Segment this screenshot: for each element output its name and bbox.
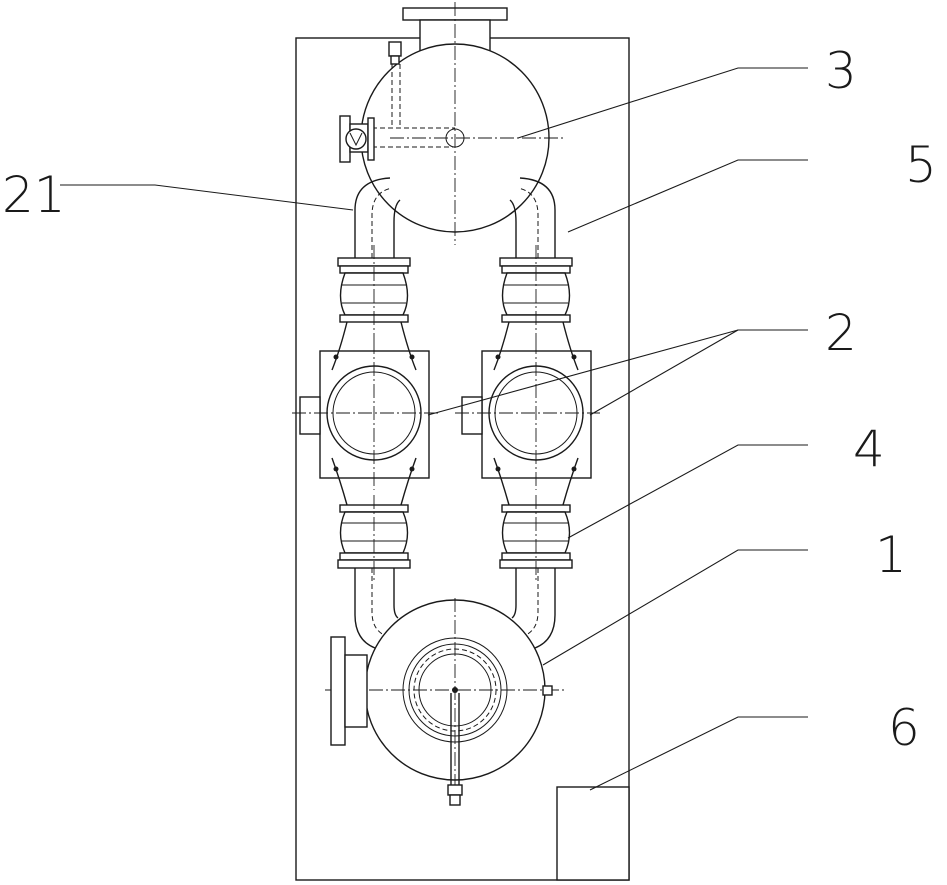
part-label-4: 4 — [853, 420, 885, 478]
part-label-2: 2 — [825, 304, 857, 362]
top-valve-assembly — [339, 115, 455, 163]
leader-lines — [60, 67, 808, 791]
lower-left-elbow — [354, 568, 399, 649]
lower-right-elbow — [511, 568, 556, 649]
right-pump — [455, 321, 600, 506]
top-vessel — [360, 2, 565, 245]
upper-left-joint — [337, 245, 411, 340]
part-label-1: 1 — [875, 526, 907, 584]
lower-left-joint — [337, 495, 411, 580]
part-label-3: 3 — [825, 42, 857, 100]
part-label-6: 6 — [888, 699, 920, 757]
left-pump — [292, 321, 440, 506]
lower-right-joint — [499, 495, 573, 580]
top-gauge-pipe — [388, 41, 402, 128]
part-label-21: 21 — [2, 166, 66, 224]
upper-right-elbow — [509, 177, 556, 258]
bottom-inlet-flange — [330, 636, 368, 746]
upper-left-elbow — [354, 177, 401, 258]
upper-right-joint — [499, 245, 573, 340]
part-label-5: 5 — [905, 136, 937, 194]
control-box — [556, 786, 630, 881]
bottom-drain-probe — [447, 687, 463, 806]
